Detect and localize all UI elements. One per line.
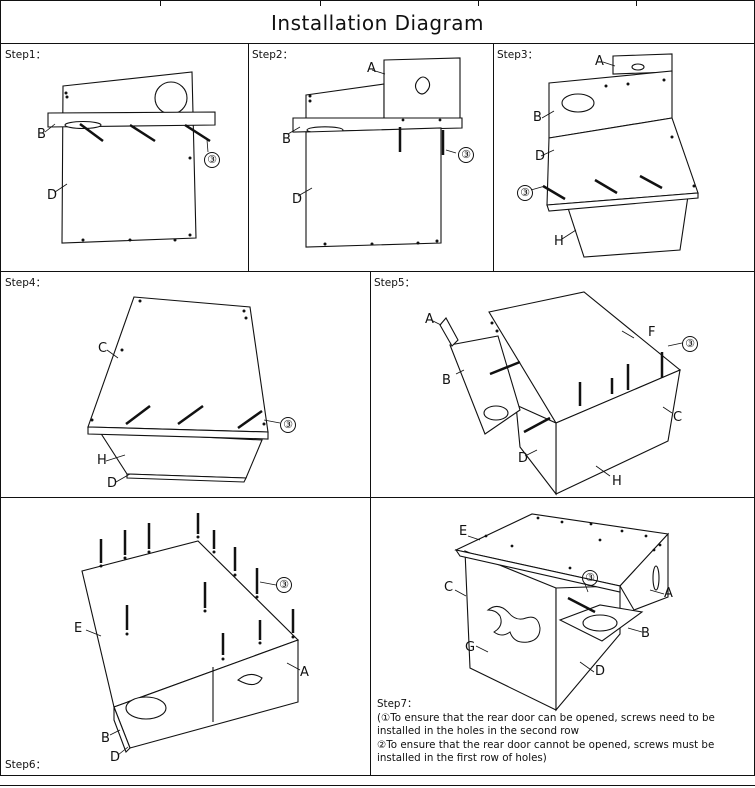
step6-screw-label: ③: [276, 577, 292, 593]
step2-part-a: A: [367, 61, 376, 76]
note-line-1: (①To ensure that the rear door can be op…: [377, 711, 715, 724]
step1-part-d: D: [47, 188, 58, 203]
step7-part-g: G: [465, 640, 476, 655]
step7-screw-label: ③: [582, 570, 598, 586]
note-line-3: ②To ensure that the rear door cannot be …: [377, 738, 715, 751]
step6-part-b: B: [101, 731, 110, 746]
step4-screw-label: ③: [280, 417, 296, 433]
step5-part-c: C: [673, 410, 683, 425]
step6-part-d: D: [110, 750, 121, 765]
step6-label: Step6：: [5, 759, 47, 771]
step7-instructions: Step7： (①To ensure that the rear door ca…: [377, 698, 737, 766]
step5-part-b: B: [442, 373, 451, 388]
diagram-title: Installation Diagram: [271, 11, 484, 35]
step4-part-d: D: [107, 476, 118, 491]
step4-part-h: H: [97, 453, 107, 468]
step4-part-c: C: [98, 341, 108, 356]
step7-part-c: C: [444, 580, 454, 595]
note-line-2: installed in the holes in the second row: [377, 725, 580, 737]
step7-part-d: D: [595, 664, 606, 679]
step3-part-a: A: [595, 54, 604, 69]
step2-screw-label: ③: [458, 147, 474, 163]
step5-label: Step5：: [374, 277, 416, 289]
step1-screw-label: ③: [204, 152, 220, 168]
step5-part-a: A: [425, 312, 434, 327]
step3-part-b: B: [533, 110, 542, 125]
step4-label: Step4：: [5, 277, 47, 289]
step7-part-a: A: [664, 586, 673, 601]
step2-part-b: B: [282, 132, 291, 147]
step3-label: Step3：: [497, 49, 539, 61]
step7-label: Step7：: [377, 698, 418, 710]
step2-part-d: D: [292, 192, 303, 207]
step6-part-a: A: [300, 665, 309, 680]
step2-label: Step2：: [252, 49, 294, 61]
step7-part-b: B: [641, 626, 650, 641]
step1-part-b: B: [37, 127, 46, 142]
step7-part-e: E: [459, 524, 468, 539]
step5-part-h: H: [612, 474, 622, 489]
step5-screw-label: ③: [682, 336, 698, 352]
step6-part-e: E: [74, 621, 83, 636]
step1-label: Step1：: [5, 49, 47, 61]
step3-part-d: D: [535, 149, 546, 164]
step5-part-d: D: [518, 451, 529, 466]
note-line-4: installed in the first row of holes): [377, 752, 547, 764]
step3-part-h: H: [554, 234, 564, 249]
step3-screw-label: ③: [517, 185, 533, 201]
step5-part-f: F: [648, 325, 656, 340]
